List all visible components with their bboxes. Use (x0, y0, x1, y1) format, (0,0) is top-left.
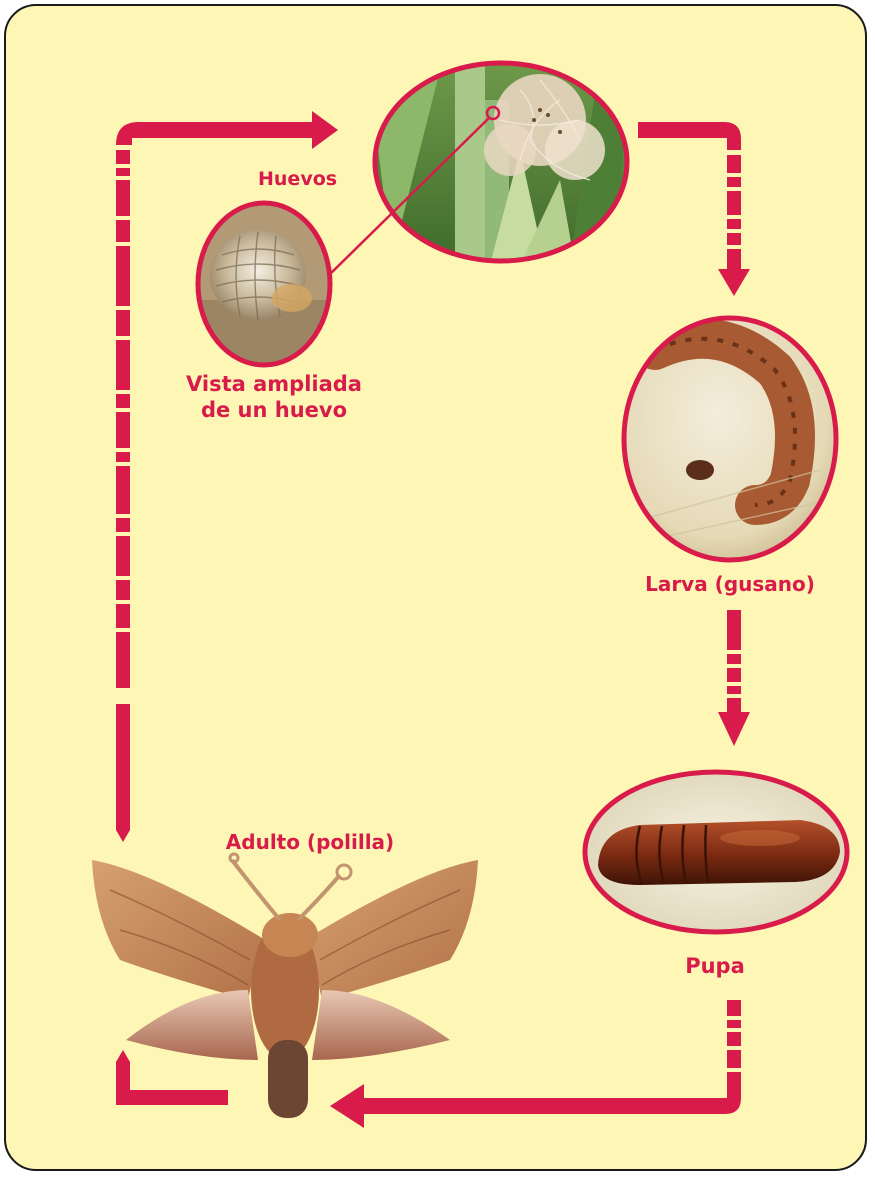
pupa-photo (584, 770, 849, 935)
label-eggs: Huevos (258, 168, 337, 190)
label-egg-zoom-line1: Vista ampliada (179, 372, 369, 396)
label-egg-zoom-line2: de un huevo (179, 398, 369, 422)
left-dash-1 (116, 150, 130, 164)
label-larva: Larva (gusano) (625, 572, 835, 596)
egg-zoom-photo (196, 200, 336, 370)
arrow-adult-to-eggs (116, 111, 338, 149)
larva-photo (620, 315, 840, 565)
arrow-pupa-to-adult (727, 1000, 741, 1016)
arrow-larva-to-pupa (727, 610, 741, 650)
label-adult: Adulto (polilla) (210, 830, 410, 854)
eggs-corn-photo (326, 60, 635, 278)
moth-photo (92, 854, 478, 1118)
label-pupa: Pupa (675, 954, 755, 978)
arrow-eggs-to-larva (638, 122, 741, 150)
